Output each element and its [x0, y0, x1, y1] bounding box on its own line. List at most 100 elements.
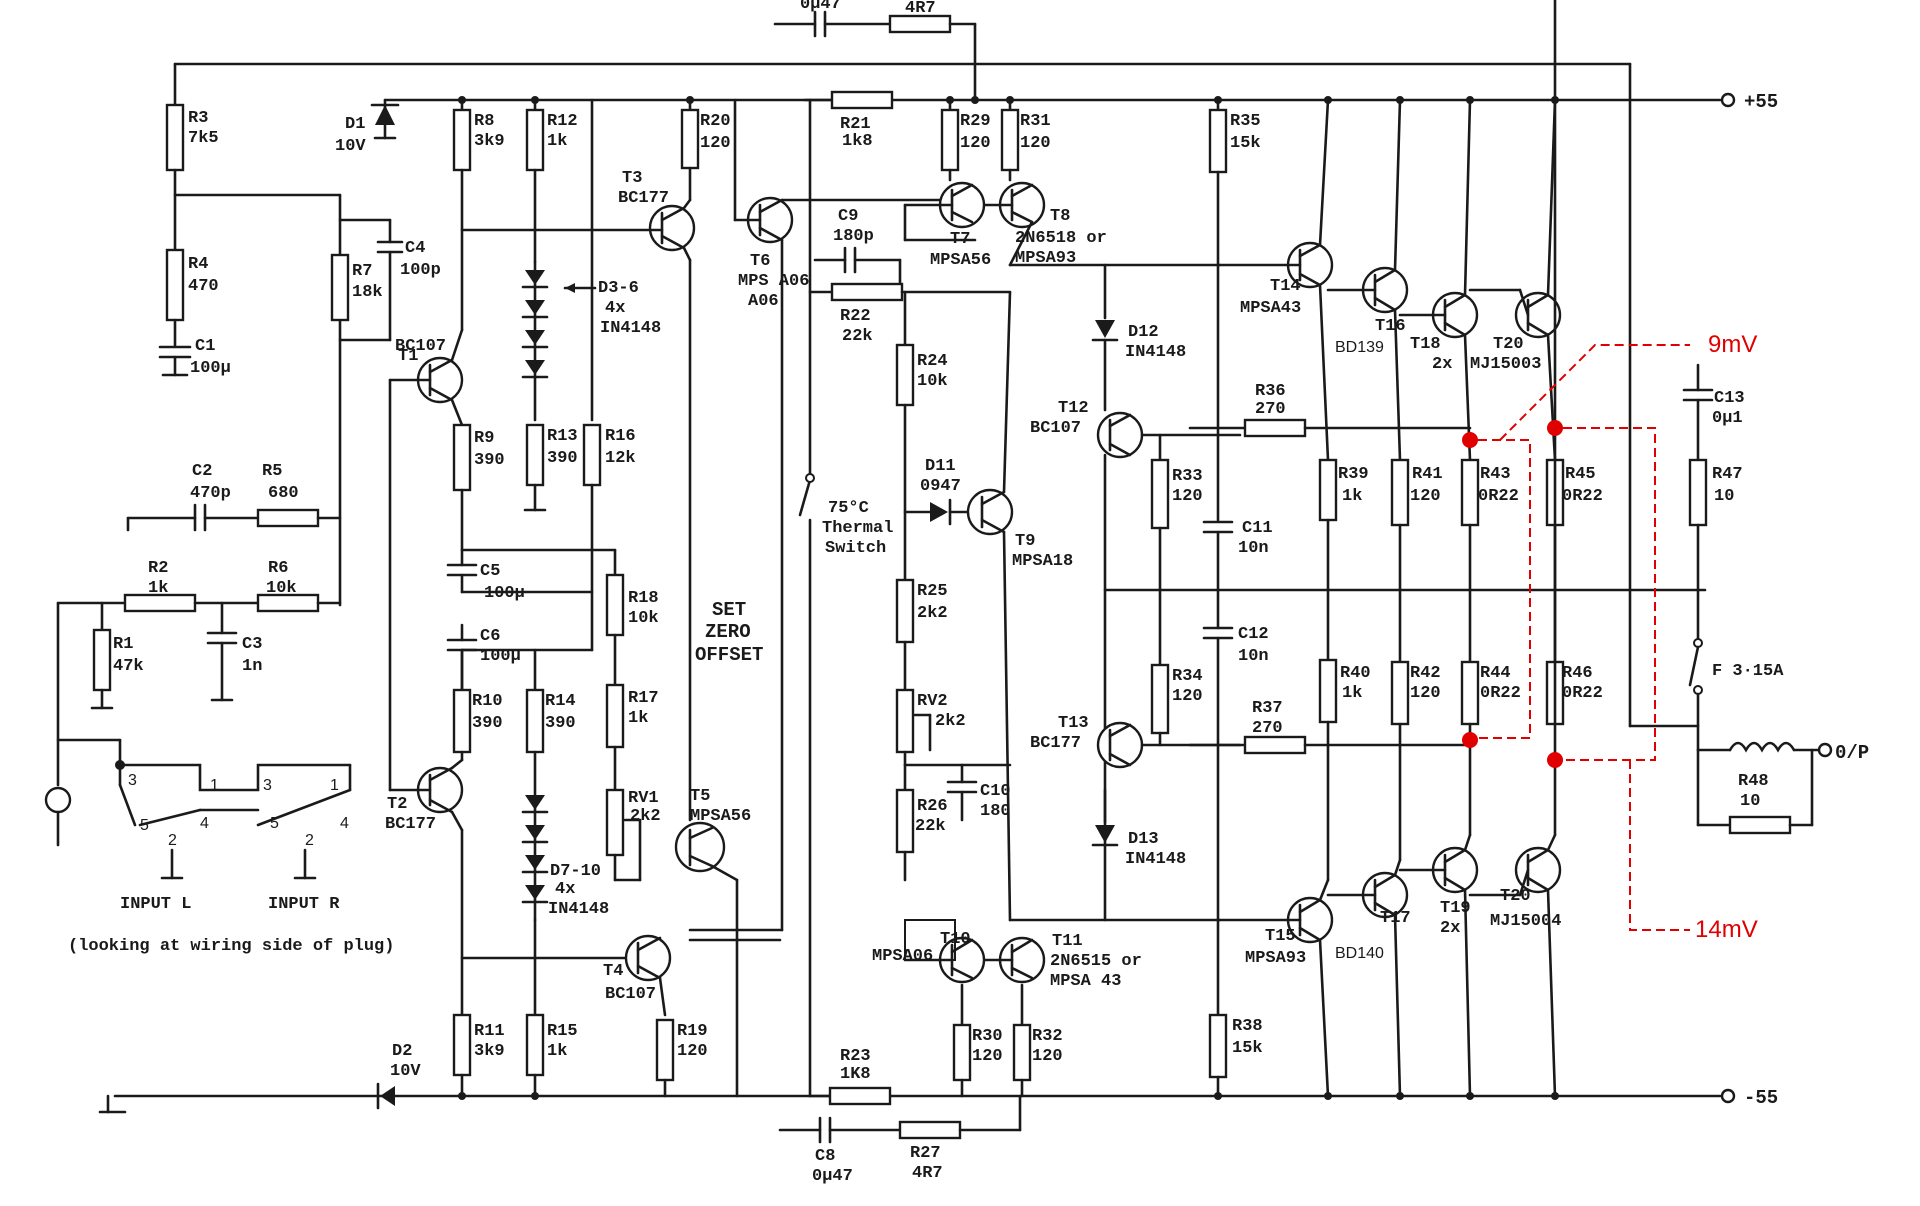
diodes-d7-10 — [521, 795, 549, 904]
r3-name: R3 — [188, 109, 208, 128]
r21-name: R21 — [840, 115, 871, 134]
r1-name: R1 — [113, 635, 133, 654]
c9-name: C9 — [838, 207, 858, 226]
r22-value: 22k — [842, 327, 873, 346]
t7-type: MPSA56 — [930, 251, 991, 270]
r5-value: 680 — [268, 484, 299, 503]
r41-name: R41 — [1412, 465, 1443, 484]
r11-value: 3k9 — [474, 1042, 505, 1061]
t19-type: 2x — [1440, 919, 1460, 938]
diodes-d3-6 — [521, 260, 549, 422]
r14-name: R14 — [545, 692, 576, 711]
svg-text:IN4148: IN4148 — [548, 900, 609, 919]
t6-name: T6 — [750, 252, 770, 271]
svg-text:5: 5 — [270, 815, 279, 832]
rail-pos-label: +55 — [1744, 91, 1778, 113]
probe-dot-r43-top — [1462, 432, 1478, 448]
c5-value: 100µ — [484, 584, 525, 603]
r24-name: R24 — [917, 352, 948, 371]
t10-name: T10 — [940, 930, 971, 949]
r18-name: R18 — [628, 589, 659, 608]
fuse-label: F 3·15A — [1712, 662, 1784, 681]
r17-name: R17 — [628, 689, 659, 708]
c3-name: C3 — [242, 635, 262, 654]
r25-name: R25 — [917, 582, 948, 601]
t19-name: T19 — [1440, 899, 1471, 918]
rv1-name: RV1 — [628, 789, 659, 808]
r43-value: 0R22 — [1478, 487, 1519, 506]
r39-value: 1k — [1342, 487, 1362, 506]
c6-value: 100µ — [480, 647, 521, 666]
r42-name: R42 — [1410, 664, 1441, 683]
r10-value: 390 — [472, 714, 503, 733]
t20b-name: T20 — [1500, 887, 1531, 906]
c12-value: 10n — [1238, 647, 1269, 666]
r40-name: R40 — [1340, 664, 1371, 683]
d1-name: D1 — [345, 115, 365, 134]
t12-type: BC107 — [1030, 419, 1081, 438]
r19-value: 120 — [677, 1042, 708, 1061]
input-l-label: INPUT L — [120, 895, 191, 914]
t20b-type: MJ15004 — [1490, 912, 1561, 931]
c9-value: 180p — [833, 227, 874, 246]
r31-value: 120 — [1020, 134, 1051, 153]
svg-text:4x: 4x — [605, 299, 625, 318]
r16-name: R16 — [605, 427, 636, 446]
t14-name: T14 — [1270, 277, 1301, 296]
c2-value: 470p — [190, 484, 231, 503]
r4-name: R4 — [188, 255, 208, 274]
t4-type: BC107 — [605, 985, 656, 1004]
t20-type: MJ15003 — [1470, 355, 1541, 374]
r39-name: R39 — [1338, 465, 1369, 484]
r22-name: R22 — [840, 307, 871, 326]
probe-dot-r46-bottom — [1547, 752, 1563, 768]
rv1-value: 2k2 — [630, 807, 661, 826]
r7-name: R7 — [352, 262, 372, 281]
r6-value: 10k — [266, 579, 297, 598]
t10-type: MPSA06 — [872, 947, 933, 966]
measurement-upper: 9mV — [1708, 331, 1757, 358]
r25-value: 2k2 — [917, 604, 948, 623]
r18-value: 10k — [628, 609, 659, 628]
thermal-2: Thermal — [822, 519, 893, 538]
r16-value: 12k — [605, 449, 636, 468]
set-zero-offset-3: OFFSET — [695, 644, 763, 666]
r32-value: 120 — [1032, 1047, 1063, 1066]
r34-name: R34 — [1172, 667, 1203, 686]
t14-type: MPSA43 — [1240, 299, 1301, 318]
input-r-label: INPUT R — [268, 895, 340, 914]
r30-name: R30 — [972, 1027, 1003, 1046]
t7-name: T7 — [950, 230, 970, 249]
probe-dot-r45-top — [1547, 420, 1563, 436]
d7-10-name: D7-10 — [550, 862, 601, 881]
c10-value: 180 — [980, 802, 1011, 821]
r4-value: 470 — [188, 277, 219, 296]
t18-name: T18 — [1410, 335, 1441, 354]
r37-name: R37 — [1252, 699, 1283, 718]
svg-text:A06: A06 — [748, 292, 779, 311]
t4-name: T4 — [603, 962, 623, 981]
t11-name: T11 — [1052, 932, 1083, 951]
r44-value: 0R22 — [1480, 684, 1521, 703]
t12-name: T12 — [1058, 399, 1089, 418]
svg-text:2: 2 — [168, 832, 177, 849]
t3-type: BC177 — [618, 189, 669, 208]
r36-name: R36 — [1255, 382, 1286, 401]
svg-text:4x: 4x — [555, 880, 575, 899]
r29-value: 120 — [960, 134, 991, 153]
top-snubber: 0µ47 4R7 — [773, 0, 977, 102]
t20-name: T20 — [1493, 335, 1524, 354]
r24-value: 10k — [917, 372, 948, 391]
r47-value: 10 — [1714, 487, 1734, 506]
r35-value: 15k — [1230, 134, 1261, 153]
svg-text:2: 2 — [305, 832, 314, 849]
t15-name: T15 — [1265, 927, 1296, 946]
r30-value: 120 — [972, 1047, 1003, 1066]
t1-name: T1 — [398, 347, 418, 366]
r15-value: 1k — [547, 1042, 567, 1061]
r45-name: R45 — [1565, 465, 1596, 484]
c11-value: 10n — [1238, 539, 1269, 558]
r20-value: 120 — [700, 134, 731, 153]
c2-name: C2 — [192, 462, 212, 481]
r3-value: 7k5 — [188, 129, 219, 148]
